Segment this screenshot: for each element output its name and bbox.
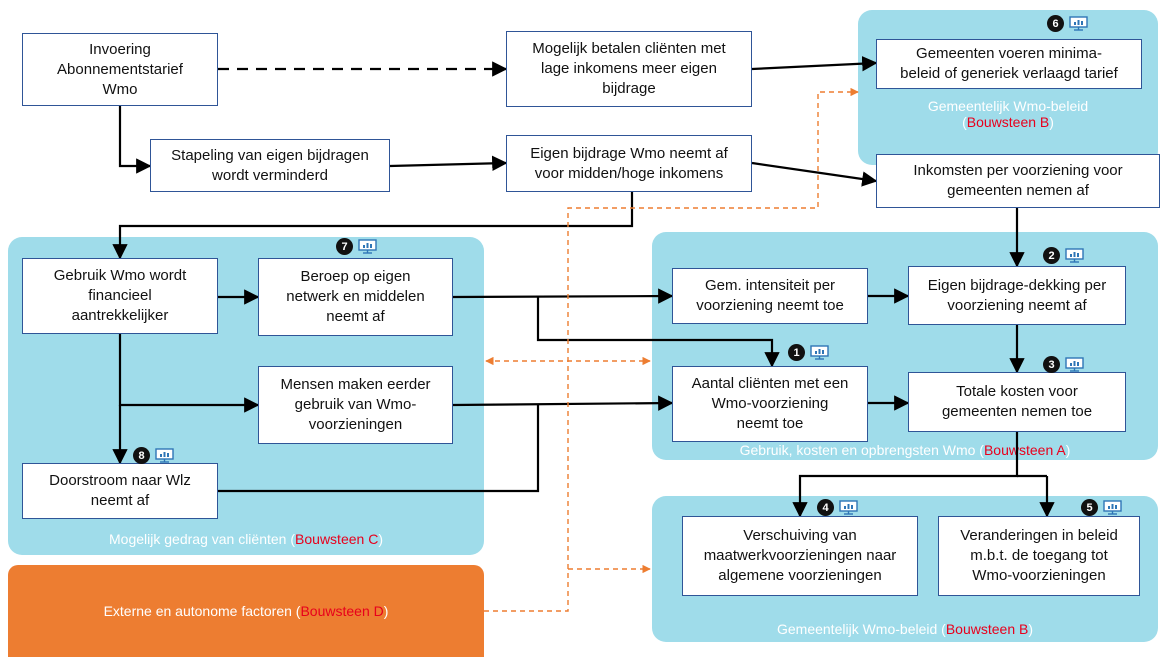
arrow-mensen-aantal bbox=[452, 395, 674, 411]
box-dekking: Eigen bijdrage-dekking per voorziening n… bbox=[908, 266, 1126, 325]
monitor-chart-icon bbox=[358, 239, 377, 254]
box-stapeling: Stapeling van eigen bijdragen wordt verm… bbox=[150, 139, 390, 192]
box-mensen-eerder: Mensen maken eerder gebruik van Wmo- voo… bbox=[258, 366, 453, 444]
monitor-chart-icon bbox=[1069, 16, 1088, 31]
arrow-mogelijk-minima bbox=[751, 55, 878, 72]
arrow-beroep-intensiteit bbox=[452, 288, 674, 304]
marker-1: 1 bbox=[788, 344, 805, 361]
box-mogelijk-betalen: Mogelijk betalen cliënten met lage inkom… bbox=[506, 31, 752, 107]
monitor-chart-icon bbox=[1103, 500, 1122, 515]
external-factors-block: Externe en autonome factoren (Bouwsteen … bbox=[8, 565, 484, 657]
marker-5: 5 bbox=[1081, 499, 1098, 516]
region-label: Gemeentelijk Wmo-beleid(Bouwsteen B) bbox=[927, 98, 1089, 130]
monitor-chart-icon bbox=[155, 448, 174, 463]
box-gebruik-aantrekkelijker: Gebruik Wmo wordt financieel aantrekkeli… bbox=[22, 258, 218, 334]
box-aantal-clienten: Aantal cliënten met een Wmo-voorziening … bbox=[672, 366, 868, 442]
monitor-chart-icon bbox=[839, 500, 858, 515]
box-veranderingen: Veranderingen in beleid m.b.t. de toegan… bbox=[938, 516, 1140, 596]
arrow-invoering-stapeling bbox=[118, 106, 152, 174]
box-gem-intensiteit: Gem. intensiteit per voorziening neemt t… bbox=[672, 268, 868, 324]
marker-4: 4 bbox=[817, 499, 834, 516]
arrow-eigen-inkomsten bbox=[751, 161, 878, 187]
box-minimabeleid: Gemeenten voeren minima- beleid of gener… bbox=[876, 39, 1142, 89]
marker-2: 2 bbox=[1043, 247, 1060, 264]
arrow-eigen-gebruik bbox=[112, 192, 634, 260]
region-label: Gebruik, kosten en opbrengsten Wmo (Bouw… bbox=[739, 442, 1071, 458]
arrow-stapeling-eigen bbox=[389, 155, 508, 172]
orange-arrow-extern-top bbox=[484, 87, 859, 612]
box-doorstroom: Doorstroom naar Wlz neemt af bbox=[22, 463, 218, 519]
monitor-chart-icon bbox=[1065, 248, 1084, 263]
box-invoering-abonnementstarief: Invoering Abonnementstarief Wmo bbox=[22, 33, 218, 106]
box-beroep-netwerk: Beroep op eigen netwerk en middelen neem… bbox=[258, 258, 453, 336]
monitor-chart-icon bbox=[810, 345, 829, 360]
marker-6: 6 bbox=[1047, 15, 1064, 32]
region-label: Gemeentelijk Wmo-beleid (Bouwsteen B) bbox=[776, 621, 1034, 637]
arrow-doorstroom-aantal bbox=[218, 405, 540, 493]
box-eigen-bijdrage-neemt-af: Eigen bijdrage Wmo neemt af voor midden/… bbox=[506, 135, 752, 192]
arrow-totale-verschuiving bbox=[792, 432, 1019, 518]
marker-8: 8 bbox=[133, 447, 150, 464]
marker-3: 3 bbox=[1043, 356, 1060, 373]
monitor-chart-icon bbox=[1065, 357, 1084, 372]
box-verschuiving: Verschuiving van maatwerkvoorzieningen n… bbox=[682, 516, 918, 596]
marker-7: 7 bbox=[336, 238, 353, 255]
region-label: Mogelijk gedrag van cliënten (Bouwsteen … bbox=[109, 531, 383, 547]
box-totale-kosten: Totale kosten voor gemeenten nemen toe bbox=[908, 372, 1126, 432]
arrow-gebruik-mensen bbox=[118, 334, 260, 413]
box-inkomsten: Inkomsten per voorziening voor gemeenten… bbox=[876, 154, 1160, 208]
arrow-beroep-aantal bbox=[536, 296, 780, 368]
